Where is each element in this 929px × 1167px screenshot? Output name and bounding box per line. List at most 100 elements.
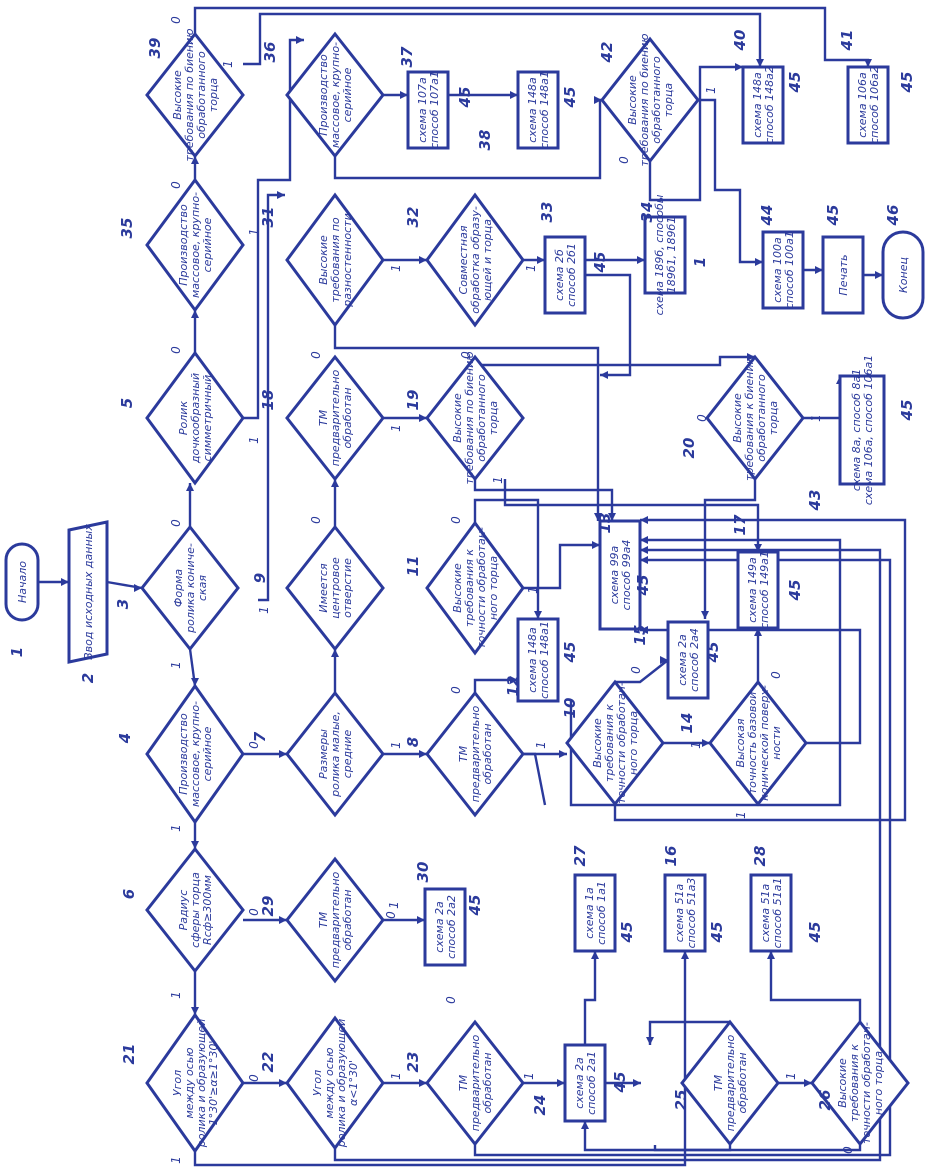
- block-label: схема 99а: [608, 545, 621, 604]
- block-label: торца: [662, 83, 675, 118]
- block-label: α<1°30': [347, 1060, 360, 1106]
- block-numbers: 1234535396217918313629228111932231233373…: [8, 30, 902, 1116]
- block-label: схема 2а: [676, 634, 689, 686]
- arrowhead: [191, 678, 199, 686]
- branch-mark: 0: [169, 181, 183, 189]
- block-number: 36: [261, 42, 279, 63]
- process-box: [423, 887, 467, 967]
- block-label: Угол: [171, 1070, 184, 1096]
- arrowhead: [537, 256, 545, 264]
- block-label: Высокие: [626, 75, 639, 125]
- decision-diamond: [145, 846, 245, 974]
- arrowhead: [419, 1079, 427, 1087]
- block-label: обработанного: [755, 374, 768, 462]
- block-number: 35: [118, 218, 136, 239]
- arrowhead: [747, 353, 755, 361]
- block-label: массовое, крупно-: [189, 701, 202, 807]
- block-number: 43: [806, 490, 824, 512]
- terminal-rounded: [4, 542, 40, 622]
- connector-line: [583, 1121, 732, 1152]
- block-label: схема 100а: [771, 237, 784, 303]
- block-b45p: Печать: [821, 235, 865, 315]
- block-number: 46: [884, 205, 902, 227]
- block-label: обработан: [736, 1052, 749, 1113]
- block-label: ющей и торца: [481, 219, 494, 301]
- block-number: 15: [631, 625, 649, 646]
- connector-line: [523, 752, 547, 806]
- block-label: способ 2а4: [688, 628, 701, 692]
- block-label: Производство: [177, 713, 190, 795]
- connector-lines: [38, 6, 907, 1167]
- connector-line: [473, 355, 755, 367]
- block-number: 45: [824, 205, 842, 227]
- decision-diamond: [425, 354, 525, 482]
- arrowhead: [608, 513, 616, 521]
- decision-diamond: [425, 1019, 525, 1147]
- block-label: требования к: [463, 549, 476, 627]
- block-label: способ 148а2: [763, 66, 776, 144]
- branch-mark: 0: [769, 671, 783, 679]
- block-label: ролика и образующей: [195, 1019, 208, 1149]
- block-number: 26: [816, 1090, 834, 1111]
- connector-line: [473, 498, 540, 619]
- block-label: схема 51а: [673, 883, 686, 942]
- block-number: 11: [404, 556, 422, 577]
- block-number: 17: [731, 514, 749, 535]
- decision-diamond: [285, 192, 385, 328]
- block-number: 41: [838, 30, 856, 52]
- process-box: [761, 230, 805, 310]
- block-number: 37: [398, 46, 416, 67]
- block-label: ного торца: [487, 556, 500, 621]
- arrowhead: [277, 191, 285, 199]
- branch-mark: 1: [169, 661, 183, 669]
- block-label: ролика и образующей: [335, 1019, 348, 1149]
- arrowhead: [640, 536, 648, 544]
- branch-mark: 1: [389, 741, 403, 749]
- offpage-target: 45: [786, 580, 804, 602]
- arrowhead: [701, 611, 709, 619]
- decision-diamond: [145, 683, 245, 825]
- arrowhead: [754, 628, 762, 636]
- block-label: ская: [196, 575, 209, 601]
- block-label: предварительно: [329, 369, 342, 466]
- block-number: 42: [598, 42, 616, 64]
- branch-mark: 0: [444, 996, 458, 1004]
- offpage-target: 45: [806, 922, 824, 944]
- block-label: способ 106а2: [868, 66, 881, 144]
- block-number: 23: [404, 1052, 422, 1073]
- connector-line: [583, 951, 597, 1045]
- block-label: предварительно: [469, 1034, 482, 1131]
- block-b2: Ввод исходных данных: [67, 520, 109, 664]
- block-label: центровое: [329, 557, 342, 619]
- block-label: схема 8а, способ 8а1: [850, 369, 863, 491]
- block-label: предварительно: [329, 871, 342, 968]
- offpage-target: 45: [704, 642, 722, 664]
- arrowhead: [756, 59, 764, 67]
- offpage-target: 45: [634, 575, 652, 597]
- decision-diamond: [140, 524, 240, 652]
- connector-line: [615, 659, 669, 684]
- block-label: между осью: [183, 1047, 196, 1118]
- arrowhead: [594, 513, 602, 521]
- block-label: отверстие: [341, 558, 354, 618]
- branch-mark: 1: [534, 741, 548, 749]
- block-number: 14: [678, 713, 696, 734]
- arrowhead: [559, 750, 567, 758]
- block-number: 31: [259, 207, 277, 228]
- branch-mark: 1: [491, 476, 505, 484]
- block-number: 25: [672, 1090, 690, 1111]
- branch-mark: 1: [257, 606, 271, 614]
- arrowhead: [191, 156, 199, 164]
- block-label: способ 51а3: [685, 878, 698, 949]
- block-label: схема 107а: [416, 77, 429, 143]
- block-label: схема 2а: [433, 901, 446, 953]
- branch-mark: 1: [221, 60, 235, 68]
- block-number: 34: [638, 202, 656, 223]
